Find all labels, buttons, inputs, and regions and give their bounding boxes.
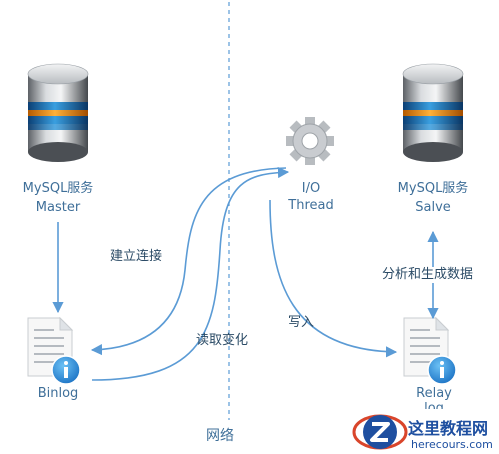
io-thread-label-line2: Thread [288,198,334,213]
slave-title: MySQL服务 [397,181,469,196]
edge-connect [90,167,287,356]
edge-label-write: 写入 [288,315,315,330]
slave-database-icon [402,63,464,163]
io-thread-label-line1: I/O [301,181,321,196]
binlog-label: Binlog [37,386,79,401]
master-subtitle: Master [35,200,81,215]
relay-log-label-line1: Relay [416,386,452,401]
watermark-name: 这里教程网 [408,419,489,438]
edge-write [269,199,398,358]
master-title: MySQL服务 [22,181,94,196]
watermark-url: herecours.com [411,438,493,451]
watermark-logo-icon [352,414,408,450]
slave-subtitle: Salve [415,200,451,215]
edge-read-changes [91,166,290,381]
network-label: 网络 [206,428,234,444]
relay-log-document-icon [403,317,457,385]
edge-label-analyze: 分析和生成数据 [381,267,475,283]
gear-icon [286,117,334,165]
edge-label-connect: 建立连接 [110,249,163,264]
binlog-document-icon [27,317,81,385]
relay-log-label-line2: log [424,401,444,409]
master-database-icon [27,63,89,163]
edge-label-read-changes: 读取变化 [196,333,249,348]
